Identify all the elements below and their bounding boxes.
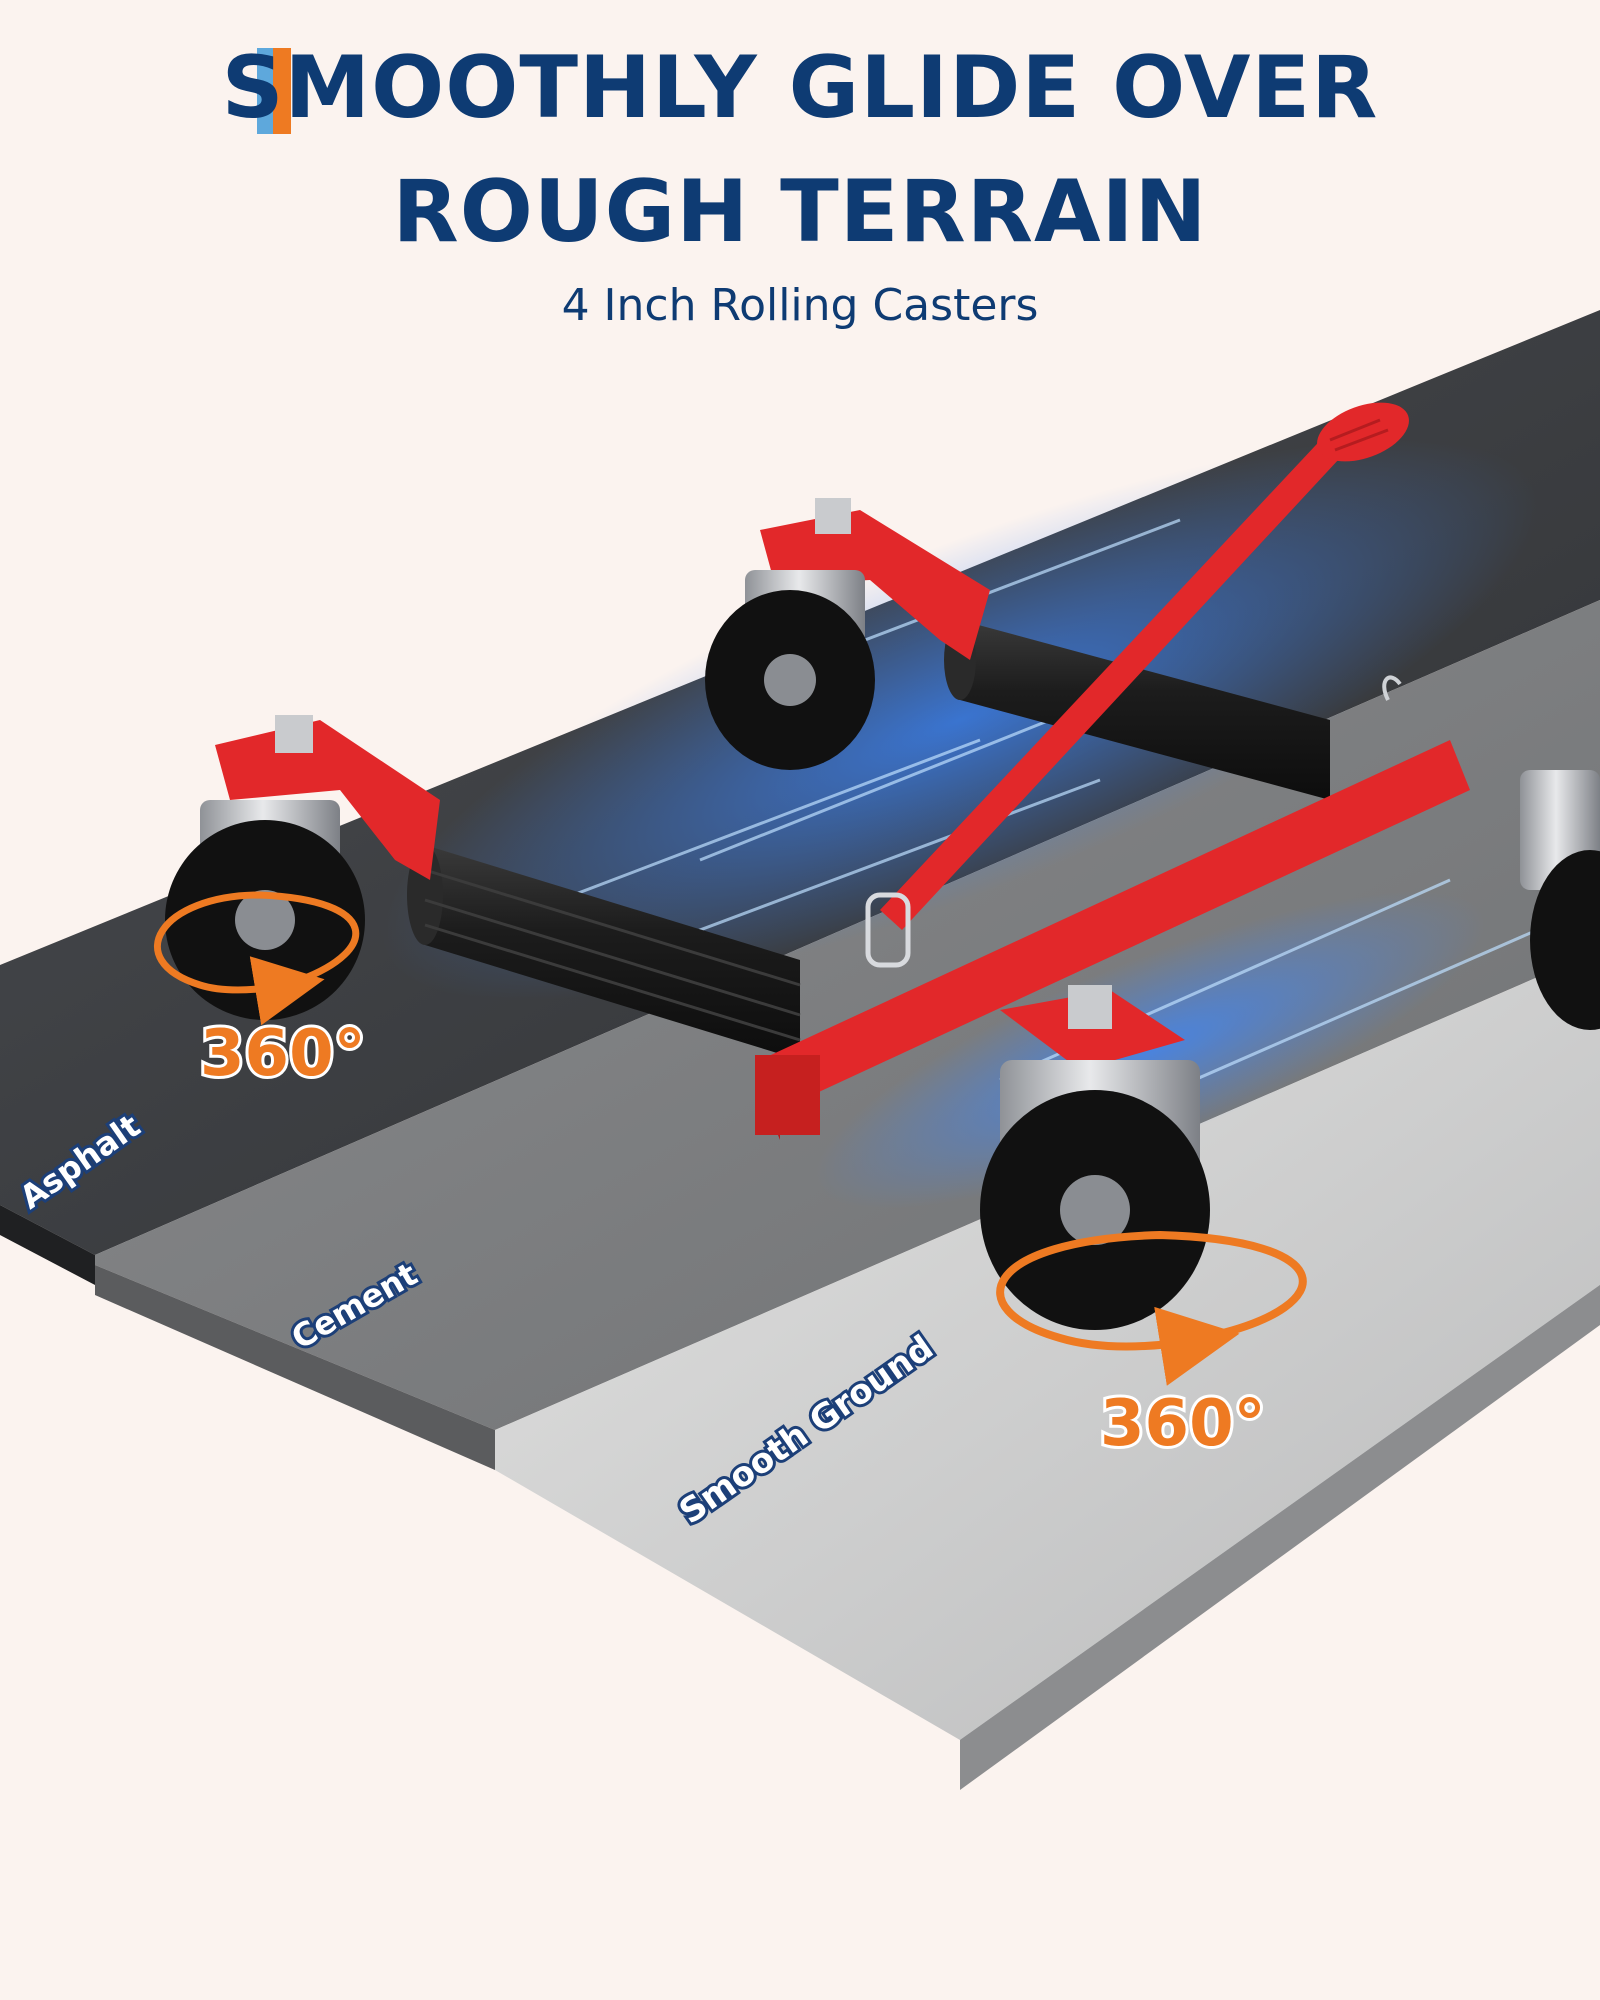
title-accent-bar	[257, 48, 301, 134]
caster-rear-left	[705, 498, 875, 770]
caster-rear-right	[1520, 770, 1600, 1030]
rotation-badge-left: 360°	[200, 1017, 366, 1091]
hook	[1382, 675, 1402, 701]
cement-slab-top	[95, 600, 1600, 1430]
receiver-tube	[755, 1055, 820, 1135]
front-right-bracket	[1000, 990, 1185, 1070]
asphalt-slab-side	[0, 1205, 95, 1285]
rotation-arrow-left	[154, 891, 360, 1026]
title-line-1: SMOOTHLY GLIDE OVER	[221, 38, 1379, 138]
rear-left-bracket	[760, 510, 990, 660]
caster-front-right	[980, 985, 1210, 1330]
title-line-2: ROUGH TERRAIN	[392, 162, 1208, 262]
cement-slab-side	[95, 1265, 495, 1470]
rotation-arrow-right	[996, 1230, 1307, 1386]
wheel-dolly	[215, 402, 1470, 1140]
subtitle: 4 Inch Rolling Casters	[561, 280, 1039, 331]
handle-bar	[880, 430, 1352, 930]
rotation-badge-right: 360°	[1100, 1387, 1266, 1461]
smooth-slab-front	[960, 1285, 1600, 1790]
main-beam	[760, 740, 1470, 1110]
accent-blue-stripe	[257, 48, 273, 134]
smooth-slab-top	[495, 950, 1600, 1740]
latch	[865, 892, 911, 968]
accent-orange-stripe	[273, 48, 291, 134]
front-left-bracket	[215, 720, 440, 880]
